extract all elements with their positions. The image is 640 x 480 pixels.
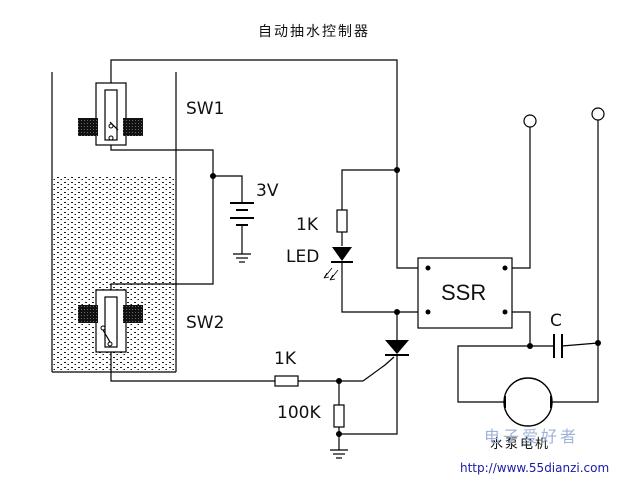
resistor-icon <box>333 404 345 428</box>
diagram-title: 自动抽水控制器 <box>258 24 370 40</box>
ssr-icon <box>417 257 513 329</box>
battery-label: 3V <box>256 181 279 201</box>
led-label: LED <box>286 247 319 267</box>
r3-label: 100K <box>277 403 321 423</box>
led-icon <box>323 247 353 281</box>
pump-motor-icon <box>503 377 553 427</box>
float-switch-icon <box>78 289 143 353</box>
thyristor-icon <box>362 340 409 382</box>
sw1-label: SW1 <box>186 99 224 119</box>
watermark-brand: 电子爱好者 <box>484 427 579 446</box>
watermark-url: http://www.55dianzi.com <box>460 461 609 475</box>
resistor-icon <box>274 375 299 387</box>
r1-label: 1K <box>296 215 319 235</box>
resistor-icon <box>336 209 348 233</box>
terminal-icon <box>523 114 537 128</box>
r2-label: 1K <box>274 349 297 369</box>
ground-icon <box>330 449 348 459</box>
terminal-icon <box>591 107 605 121</box>
ssr-label: SSR <box>441 280 486 305</box>
sw2-label: SW2 <box>186 313 224 333</box>
pump-label: 水泵电机 <box>490 437 550 452</box>
ground-icon <box>233 253 251 263</box>
float-switch-icon <box>78 82 143 146</box>
battery-icon <box>230 202 254 226</box>
capacitor-icon <box>530 334 599 358</box>
capacitor-label: C <box>550 311 562 331</box>
